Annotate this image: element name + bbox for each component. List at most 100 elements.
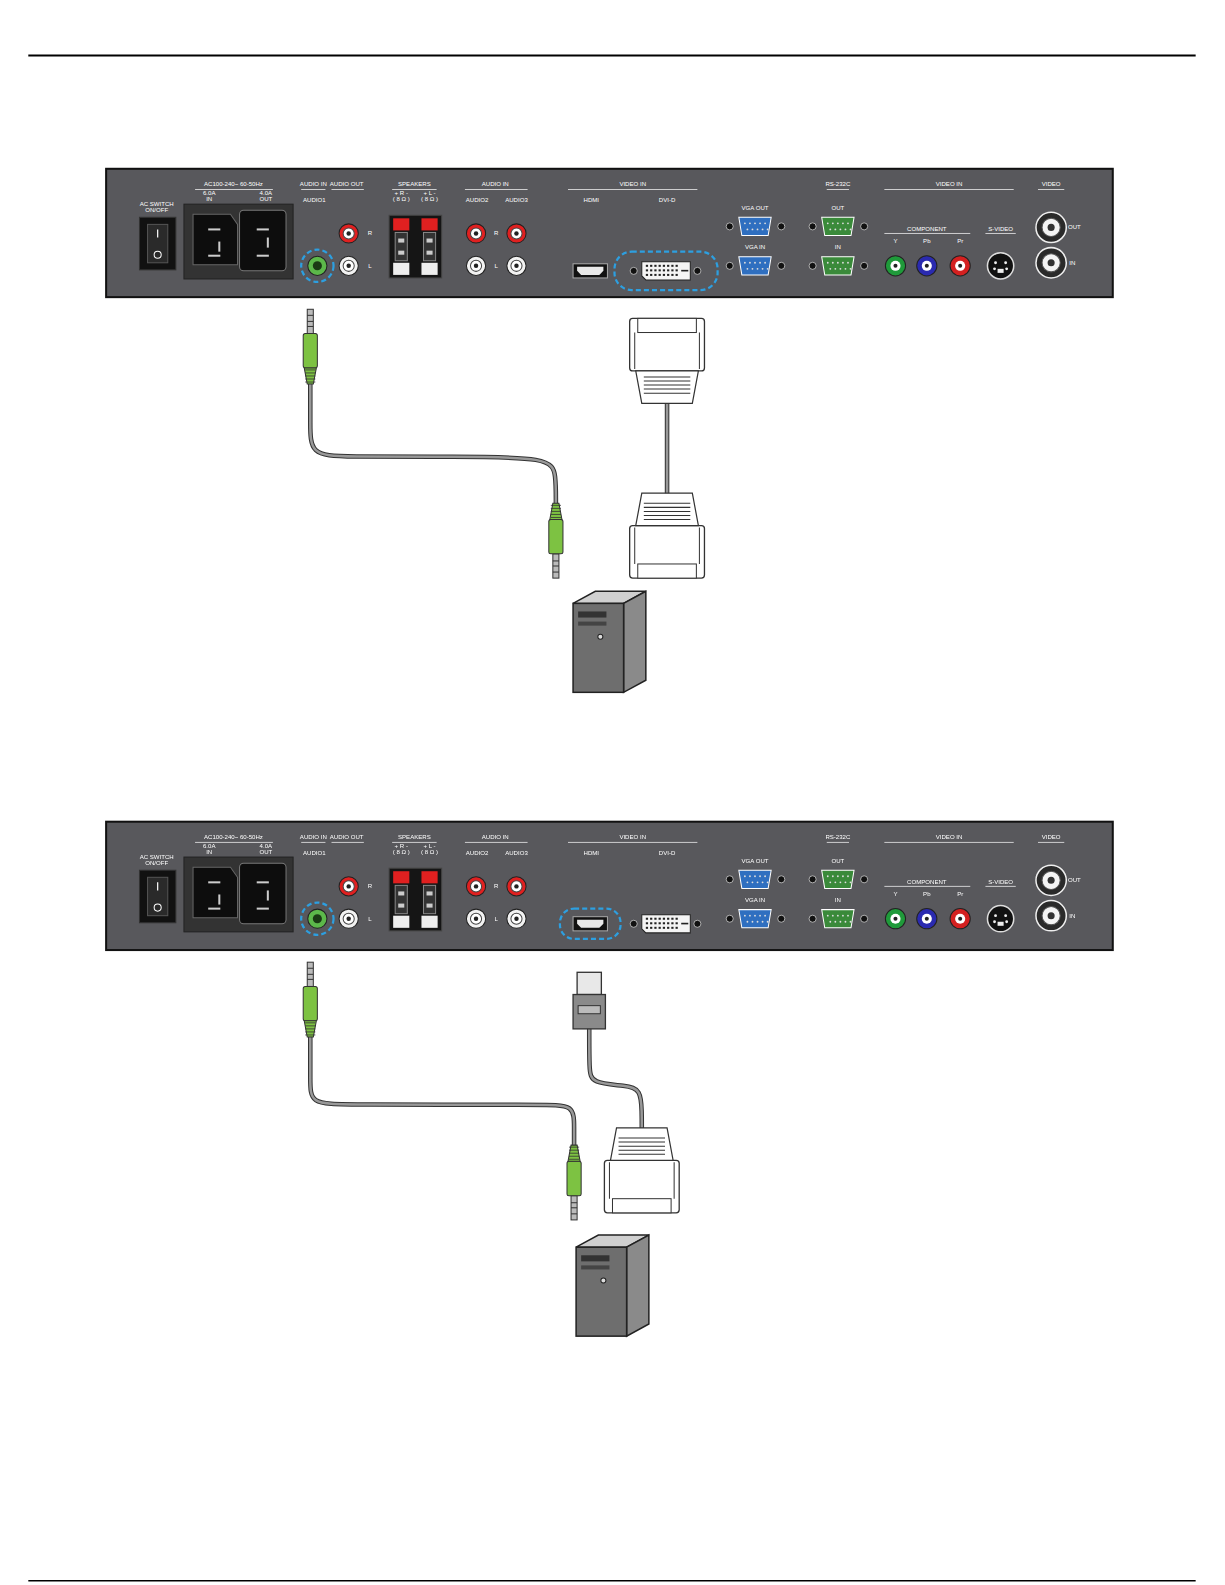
rca-jack bbox=[466, 256, 485, 275]
panel-label: L bbox=[495, 263, 498, 269]
pin bbox=[762, 229, 764, 231]
panel-label: Pb bbox=[923, 891, 930, 897]
highlight-ring bbox=[301, 903, 333, 935]
video-jack-pin bbox=[1048, 224, 1055, 231]
dvi-plug-rib bbox=[644, 393, 690, 394]
dvi-plug-rib bbox=[619, 1138, 665, 1139]
dvi-pin bbox=[671, 274, 673, 276]
rca-jack-ring bbox=[470, 260, 481, 271]
dvi-pin bbox=[654, 265, 656, 267]
dvi-pin bbox=[667, 927, 669, 929]
hdmi-plug-band bbox=[578, 1006, 600, 1014]
outlet-slot bbox=[257, 908, 269, 910]
dvi-plug-edge bbox=[634, 528, 635, 564]
dvi-pin bbox=[650, 269, 652, 271]
dvi-plug-edge bbox=[699, 333, 700, 369]
speaker-terminal-clip bbox=[427, 239, 433, 243]
rca-jack bbox=[339, 909, 358, 928]
pin bbox=[827, 262, 829, 264]
panel-label: VGA OUT bbox=[742, 858, 769, 864]
rca-jack-pin bbox=[474, 231, 478, 235]
screw bbox=[726, 876, 733, 883]
hdmi-port-inner bbox=[577, 267, 603, 275]
panel-label: AC100-240~ 60-50Hz bbox=[204, 181, 263, 187]
pin bbox=[757, 881, 759, 883]
panel-label: IN bbox=[206, 196, 212, 202]
pin bbox=[747, 881, 749, 883]
pin bbox=[837, 262, 839, 264]
component-jack-ring bbox=[955, 261, 965, 271]
pin bbox=[834, 921, 836, 923]
panel-label: OUT bbox=[831, 858, 844, 864]
panel-label: + L - bbox=[424, 843, 436, 849]
plug-tip bbox=[553, 554, 559, 578]
power-inlet bbox=[193, 214, 237, 265]
grip-line bbox=[569, 1156, 579, 1157]
rear-panel bbox=[106, 822, 1113, 950]
s-video-pin bbox=[993, 267, 996, 270]
rca-jack-pin bbox=[346, 231, 350, 235]
grip-line bbox=[551, 505, 561, 506]
speaker-terminal-body bbox=[423, 232, 435, 260]
inlet-slot bbox=[208, 881, 220, 883]
plug-tip bbox=[307, 309, 313, 333]
panel-label: VIDEO bbox=[1042, 834, 1061, 840]
header-rule bbox=[28, 55, 1195, 57]
pin bbox=[832, 915, 834, 917]
panel-label: DVI-D bbox=[659, 197, 676, 203]
panel-label: R bbox=[368, 230, 372, 236]
pin bbox=[764, 915, 766, 917]
panel-label: AUDIO IN bbox=[300, 834, 327, 840]
vga-out-port bbox=[739, 870, 771, 888]
dvi-plug-rib bbox=[644, 385, 690, 386]
pin bbox=[759, 875, 761, 877]
pin bbox=[752, 229, 754, 231]
dvi-pin bbox=[676, 265, 678, 267]
speaker-terminal-clip bbox=[398, 251, 404, 255]
rs232c-out-port bbox=[822, 870, 854, 888]
pin bbox=[847, 915, 849, 917]
grip-line bbox=[305, 379, 315, 380]
vga-out-port bbox=[739, 217, 771, 235]
pin bbox=[744, 262, 746, 264]
panel-label: SPEAKERS bbox=[398, 834, 431, 840]
pin bbox=[762, 921, 764, 923]
computer-tower bbox=[573, 591, 646, 692]
video-jack-ring bbox=[1042, 218, 1060, 236]
pin bbox=[764, 875, 766, 877]
dvi-pin bbox=[676, 269, 678, 271]
dvi-pin bbox=[663, 927, 665, 929]
dvi-pin bbox=[659, 269, 661, 271]
tower-button bbox=[601, 1278, 606, 1283]
dvi-pin bbox=[667, 269, 669, 271]
rca-jack bbox=[507, 256, 526, 275]
dvi-plug-rib bbox=[644, 515, 690, 516]
panel-label: AUDIO OUT bbox=[330, 181, 364, 187]
s-video-key bbox=[998, 269, 1004, 273]
rca-jack-pin bbox=[346, 884, 350, 888]
pin bbox=[837, 875, 839, 877]
pin bbox=[744, 222, 746, 224]
video-jack-pin bbox=[1048, 912, 1055, 919]
pin bbox=[850, 268, 852, 270]
pin bbox=[829, 229, 831, 231]
speaker-terminals bbox=[389, 215, 442, 278]
panel-label: 6.0A bbox=[203, 190, 215, 196]
speaker-terminal-body bbox=[395, 232, 407, 260]
rca-jack bbox=[339, 224, 358, 243]
pin bbox=[834, 229, 836, 231]
group-underline bbox=[884, 886, 970, 887]
panel-label: OUT bbox=[831, 205, 844, 211]
plug-body bbox=[303, 986, 317, 1020]
tower-side bbox=[627, 1235, 649, 1336]
panel-label: IN bbox=[206, 849, 212, 855]
plug-body bbox=[567, 1161, 581, 1195]
panel-label: VIDEO IN bbox=[936, 181, 963, 187]
pin bbox=[759, 915, 761, 917]
pin bbox=[749, 222, 751, 224]
audio1-jack bbox=[308, 909, 327, 928]
dvi-plug bbox=[604, 1128, 679, 1213]
panel-label: ( 8 Ω ) bbox=[393, 849, 410, 855]
plug-ring bbox=[307, 979, 313, 980]
